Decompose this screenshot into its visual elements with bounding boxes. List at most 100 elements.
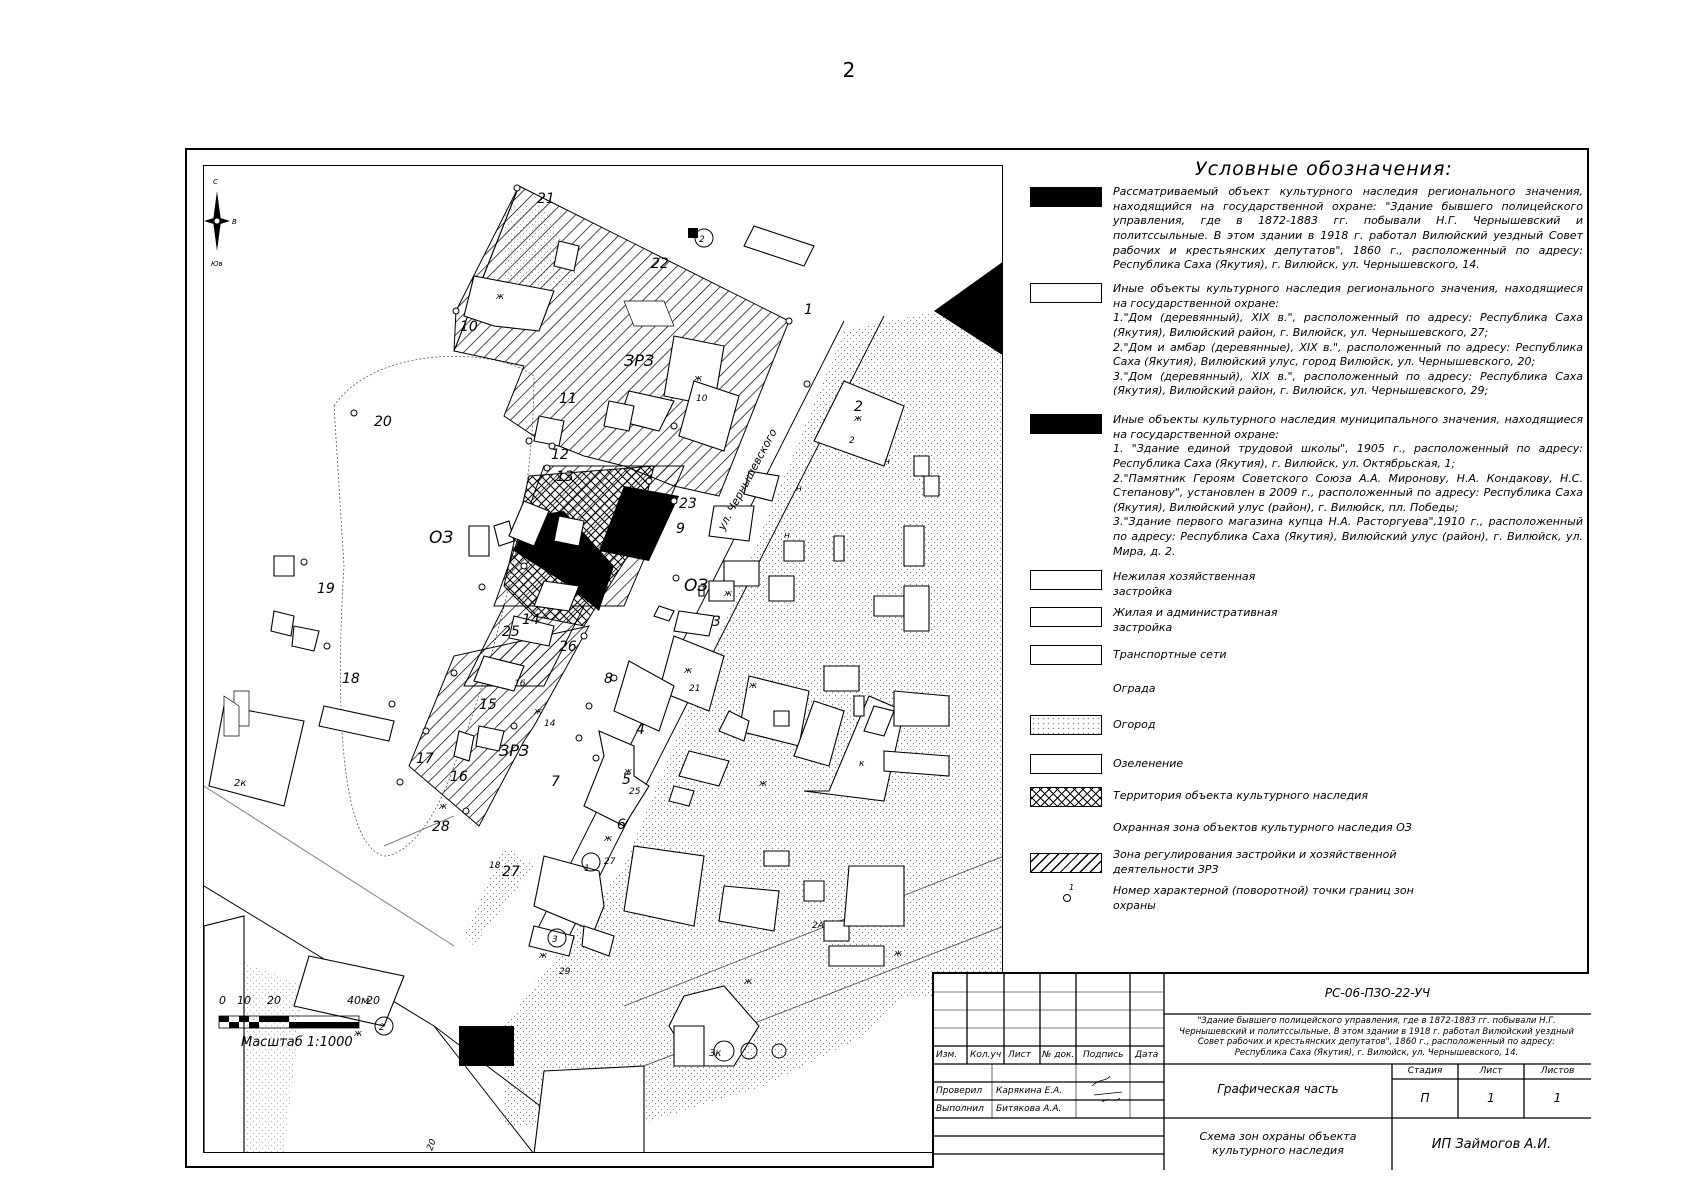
done-name: Битякова А.А. <box>996 1104 1062 1114</box>
scale-tick: 10 <box>237 994 251 1007</box>
building-label: ж <box>495 292 505 302</box>
compass-east: В <box>232 218 237 226</box>
point-number: 19 <box>317 581 335 597</box>
sheets-value: 1 <box>1553 1091 1562 1105</box>
zone-oz-label: ОЗ <box>684 576 708 596</box>
building-label: 3к <box>709 1048 721 1059</box>
point-number: 6 <box>617 817 626 833</box>
scale-label: Масштаб 1:1000 <box>241 1035 353 1050</box>
building-label: ж <box>853 414 863 424</box>
building-label: 3 <box>552 935 558 945</box>
legend-text: Иные объекты культурного наследия регион… <box>1113 282 1583 398</box>
point-number: 2 <box>854 399 863 415</box>
col-header: Дата <box>1135 1050 1159 1060</box>
section-name: Графическая часть <box>1217 1082 1339 1096</box>
building-label: ж <box>538 951 548 961</box>
point-number: 4 <box>636 722 645 738</box>
building-label: ж <box>533 707 543 717</box>
legend-text: Огород <box>1113 718 1156 731</box>
legend-symbol-zrz <box>1030 853 1102 873</box>
object-name: "Здание бывшего полицейского управления,… <box>1179 1016 1574 1058</box>
zone-oz-label: ОЗ <box>429 528 453 548</box>
building-label: ж <box>623 767 633 777</box>
point-number: 24 <box>646 504 664 520</box>
point-number: 3 <box>712 614 721 630</box>
street-number: 20 <box>425 1138 438 1152</box>
legend-symbol-main-object <box>1030 187 1102 207</box>
drawing-code: РС-06-ПЗО-22-УЧ <box>1324 986 1431 1000</box>
legend-text: Рассматриваемый объект культурного насле… <box>1113 185 1583 272</box>
legend-text: Зона регулирования застройки и хозяйстве… <box>1113 848 1397 876</box>
building-label: 2 <box>699 235 705 245</box>
sheet-value: 1 <box>1487 1091 1495 1105</box>
building-label: 10 <box>696 394 708 404</box>
building-label: ж <box>353 1029 363 1039</box>
sheets-header: Листов <box>1540 1066 1575 1076</box>
stage-value: П <box>1420 1091 1430 1105</box>
legend-symbol-nonresidential <box>1030 570 1102 590</box>
building-label: н <box>884 457 890 467</box>
scale-tick: 20 <box>267 994 281 1007</box>
point-number: 16 <box>450 769 468 785</box>
building-label: ж <box>893 949 903 959</box>
building-label: ж <box>693 374 703 384</box>
point-number: 27 <box>502 864 520 880</box>
title-block-grid <box>934 974 1591 1170</box>
compass-south: Юв <box>211 260 223 268</box>
building-label: ж <box>438 802 448 812</box>
point-number: 26 <box>559 639 577 655</box>
point-number: 13 <box>556 469 574 485</box>
building-label: ж <box>743 977 753 987</box>
building-label: 2к <box>234 778 246 789</box>
point-number: 7 <box>551 774 560 790</box>
legend-symbol-heritage-territory <box>1030 787 1102 807</box>
legend-point-label: 1 <box>1069 883 1075 892</box>
point-number: 14 <box>522 612 540 628</box>
point-number: 21 <box>537 191 555 207</box>
scale-tick: 40м <box>347 994 369 1007</box>
legend-text: Ограда <box>1113 682 1156 695</box>
building-label: к <box>859 759 865 769</box>
scale-tick: 20 <box>366 994 380 1007</box>
legend-symbol-garden <box>1030 715 1102 735</box>
point-marker-icon <box>1063 894 1071 902</box>
scale-bar <box>218 1015 360 1029</box>
point-number: 25 <box>502 624 520 640</box>
building-label: н <box>784 531 790 541</box>
point-number: 15 <box>479 697 497 713</box>
building-label: 25 <box>629 787 641 797</box>
col-header: Подпись <box>1083 1050 1124 1060</box>
building-label: 21 <box>689 684 700 694</box>
legend-symbol-transport <box>1030 645 1102 665</box>
col-header: Изм. <box>936 1050 958 1060</box>
zone-zrz-label: ЗРЗ <box>499 741 529 760</box>
col-header: № док. <box>1042 1050 1075 1060</box>
building-label: 2 <box>849 436 855 446</box>
legend-text: Озеленение <box>1113 757 1184 770</box>
legend-symbol-greenery <box>1030 754 1102 774</box>
building-label: 18 <box>489 861 501 871</box>
building-label: 14 <box>544 719 556 729</box>
col-header: Кол.уч <box>970 1050 1002 1060</box>
map: С З В Юв ЗРЗ ЗРЗ ОЗ ОЗ ул. Чернышевского… <box>203 165 1003 1153</box>
compass-icon <box>204 191 230 251</box>
building-label: 1 <box>584 864 590 874</box>
compass-north: С <box>213 178 218 186</box>
point-number: 20 <box>374 414 392 430</box>
legend-symbol-municipal-objects <box>1030 414 1102 434</box>
col-header: Лист <box>1008 1050 1031 1060</box>
signature-icon <box>1091 1075 1123 1103</box>
point-number: 11 <box>559 391 577 407</box>
title-block: Изм. Кол.уч Лист № док. Подпись Дата Про… <box>932 972 1591 1170</box>
point-number: 10 <box>460 319 478 335</box>
building-label: ж <box>723 589 733 599</box>
point-number: 8 <box>604 671 613 687</box>
point-number: 17 <box>416 751 434 767</box>
building-label: ж <box>683 666 693 676</box>
building-label: н <box>796 484 802 494</box>
legend-text: Номер характерной (поворотной) точки гра… <box>1113 884 1414 912</box>
company-name: ИП Займогов А.И. <box>1431 1137 1552 1152</box>
sheet-header: Лист <box>1479 1066 1503 1076</box>
drawing-frame <box>185 148 1589 1168</box>
legend-text: Жилая и административная застройка <box>1113 606 1278 634</box>
